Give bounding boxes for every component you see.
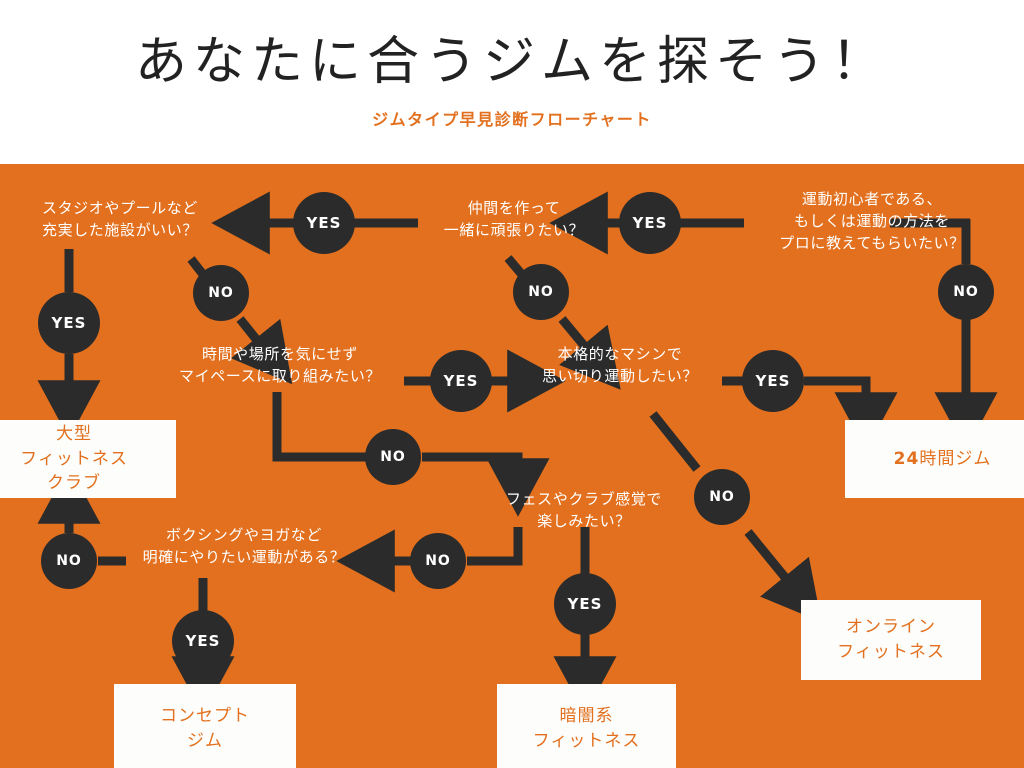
flowchart-panel: 運動初心者である、 もしくは運動の方法を プロに教えてもらいたい？ 仲間を作って… bbox=[0, 164, 1024, 768]
header: あなたに合うジムを探そう！ ジムタイプ早見診断フローチャート bbox=[0, 0, 1024, 164]
edge-club-no-a bbox=[467, 527, 523, 566]
result-concept-gym[interactable]: コンセプト ジム bbox=[114, 684, 296, 768]
page-subtitle: ジムタイプ早見診断フローチャート bbox=[372, 110, 652, 129]
edge-facility-no-b bbox=[231, 316, 293, 385]
badge-friends-yes[interactable]: YES bbox=[293, 192, 355, 254]
question-specific-sport: ボクシングやヨガなど 明確にやりたい運動がある？ bbox=[142, 526, 346, 566]
edge-machine-yes-b bbox=[804, 376, 898, 451]
question-beginner: 運動初心者である、 もしくは運動の方法を プロに教えてもらいたい？ bbox=[779, 190, 965, 252]
question-facility: スタジオやプールなど 充実した施設がいい？ bbox=[41, 199, 198, 239]
result-dark-fitness[interactable]: 暗闇系 フィットネス bbox=[497, 684, 676, 768]
badge-club-no[interactable]: NO bbox=[410, 533, 466, 589]
badge-start-yes[interactable]: YES bbox=[619, 192, 681, 254]
badge-sport-no[interactable]: NO bbox=[41, 533, 97, 589]
badge-pace-no[interactable]: NO bbox=[365, 429, 421, 485]
edge-pace-no-b bbox=[422, 452, 550, 517]
edge-friends-no-b bbox=[558, 316, 621, 390]
result-big-fitness-club[interactable]: 大型 フィットネス クラブ bbox=[0, 420, 176, 498]
edge-machine-no-a bbox=[649, 411, 701, 472]
badge-pace-yes[interactable]: YES bbox=[430, 350, 492, 412]
result-24h-gym-label: 時間ジム bbox=[919, 448, 992, 469]
badge-club-yes[interactable]: YES bbox=[554, 573, 616, 635]
result-online-fitness[interactable]: オンライン フィットネス bbox=[801, 600, 981, 680]
badge-sport-yes[interactable]: YES bbox=[172, 610, 234, 672]
badge-facility-no[interactable]: NO bbox=[193, 265, 249, 321]
edge-pace-no-a bbox=[272, 392, 366, 462]
badge-start-no[interactable]: NO bbox=[938, 264, 994, 320]
question-club-vibe: フェスやクラブ感覚で 楽しみたい？ bbox=[505, 490, 662, 530]
result-24h-gym-number: 24 bbox=[893, 448, 920, 469]
badge-facility-yes[interactable]: YES bbox=[38, 292, 100, 354]
badge-machine-yes[interactable]: YES bbox=[742, 350, 804, 412]
badge-friends-no[interactable]: NO bbox=[513, 264, 569, 320]
page-title: あなたに合うジムを探そう！ bbox=[134, 32, 889, 92]
question-own-pace: 時間や場所を気にせず マイペースに取り組みたい？ bbox=[178, 345, 382, 385]
badge-machine-no[interactable]: NO bbox=[694, 469, 750, 525]
edge-machine-no-b bbox=[744, 529, 822, 622]
question-machines: 本格的なマシンで 思い切り運動したい？ bbox=[541, 345, 698, 385]
question-friends: 仲間を作って 一緒に頑張りたい？ bbox=[443, 199, 585, 239]
